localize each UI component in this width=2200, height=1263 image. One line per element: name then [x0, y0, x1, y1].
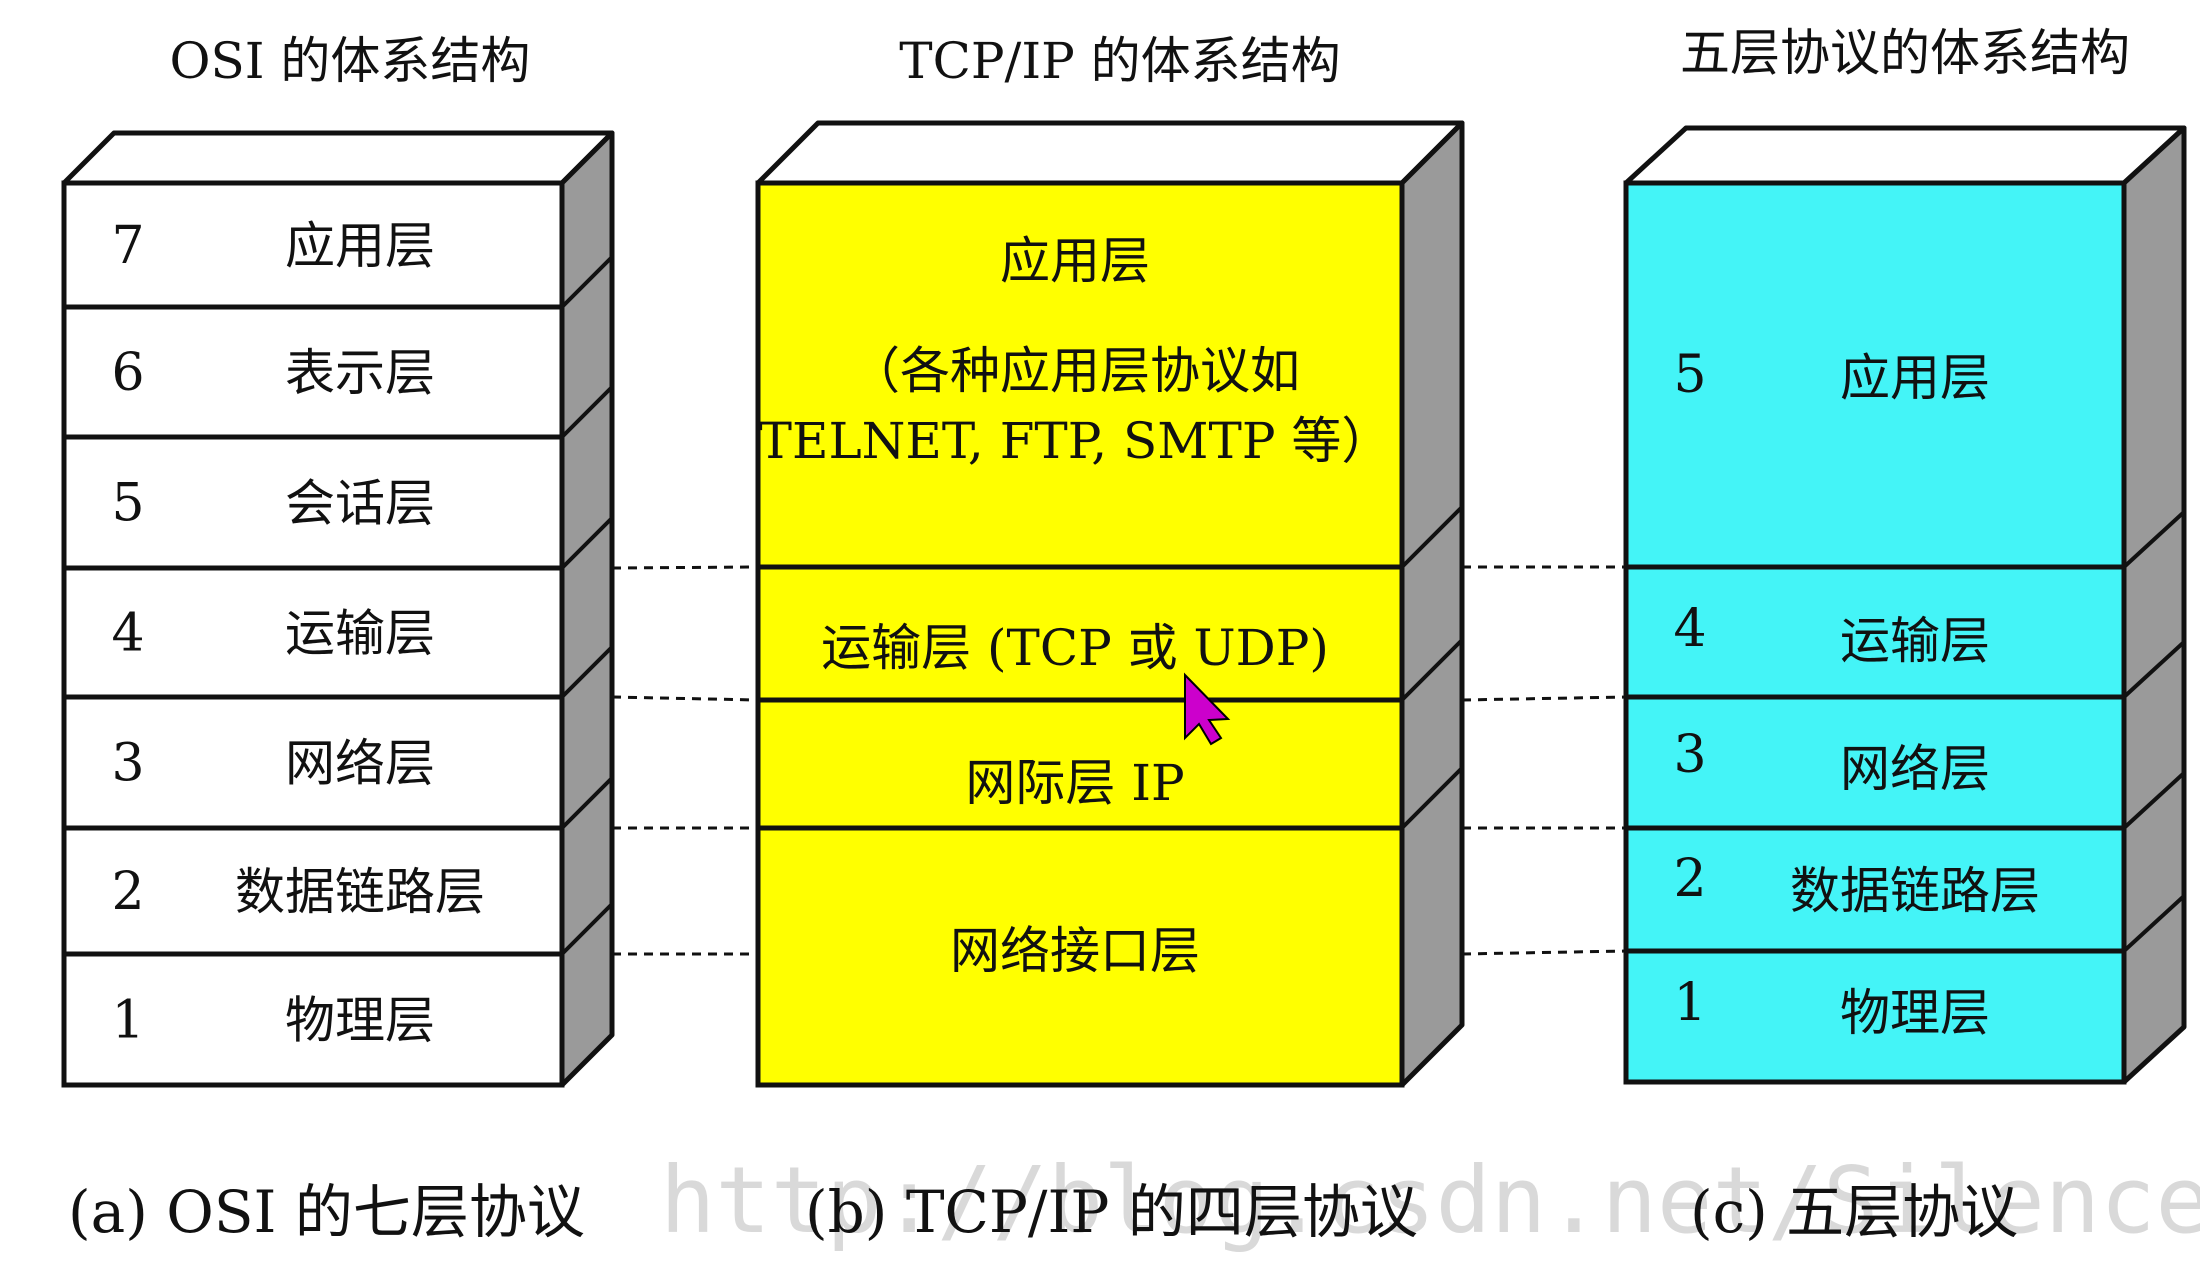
osi-layer-name: 运输层 — [285, 605, 435, 663]
osi-layer-cell — [61, 434, 565, 571]
osi-layer-cell — [61, 180, 565, 310]
tcpip-layer-text: TELNET, FTP, SMTP 等） — [759, 412, 1392, 470]
tcpip-layer-text: 运输层 (TCP 或 UDP) — [821, 619, 1329, 677]
five-layer-name: 运输层 — [1840, 612, 1990, 670]
five-layer-name: 物理层 — [1840, 984, 1990, 1042]
osi-side-divider — [560, 255, 614, 309]
osi-caption: (a) OSI 的七层协议 — [68, 1178, 585, 1246]
osi-layer-number: 2 — [111, 862, 144, 922]
osi-layer-cell — [61, 304, 565, 440]
five-layer-number: 1 — [1673, 973, 1706, 1033]
dashed-line — [1461, 695, 1627, 702]
osi-layer-cell — [61, 951, 565, 1088]
five-layer-number: 5 — [1673, 345, 1706, 405]
osi-layer-name: 数据链路层 — [235, 863, 485, 921]
five-layer-name: 应用层 — [1840, 349, 1990, 407]
osi-layer-number: 7 — [111, 216, 144, 276]
osi-layer-number: 5 — [111, 474, 144, 534]
five-layer-name: 网络层 — [1840, 740, 1990, 798]
five-side-face — [2121, 125, 2187, 1085]
dashed-line — [611, 565, 759, 570]
osi-layer-name: 会话层 — [285, 475, 435, 533]
mouse-pointer-icon — [1184, 672, 1231, 746]
osi-layer-name: 应用层 — [285, 217, 435, 275]
osi-layer-number: 3 — [111, 734, 144, 794]
tcpip-side-face — [1399, 120, 1465, 1088]
tcpip-layer-text: （各种应用层协议如 — [850, 342, 1300, 400]
osi-layer-cell — [61, 565, 565, 700]
tcpip-layer-text: 网络接口层 — [950, 922, 1200, 980]
osi-layer-number: 1 — [111, 991, 144, 1051]
five-top-face — [1623, 125, 2187, 186]
five-side-divider — [2122, 510, 2186, 569]
osi-layer-number: 4 — [111, 604, 144, 664]
five-layer-cell — [1623, 180, 2127, 570]
five-layer-number: 4 — [1673, 599, 1706, 659]
five-side-divider — [2122, 771, 2186, 830]
five-side-divider — [2122, 640, 2186, 699]
osi-stack: 7 应用层 6 表示层 5 会话层 4 运输层 3 网络层 2 数据链路层 1 物理层 — [61, 130, 615, 1088]
five-layer-cell — [1623, 825, 2127, 954]
osi-side-divider — [560, 385, 614, 439]
tcpip-caption: (b) TCP/IP 的四层协议 — [805, 1178, 1418, 1246]
five-layer-name: 数据链路层 — [1790, 862, 2040, 920]
osi-layer-name: 网络层 — [285, 735, 435, 793]
osi-side-divider — [560, 516, 614, 570]
five-side-divider — [2122, 894, 2186, 953]
osi-layer-cell — [61, 694, 565, 831]
osi-side-face — [559, 130, 615, 1088]
five-layer-number: 2 — [1673, 849, 1706, 909]
dashed-line — [1461, 949, 1627, 956]
osi-top-face — [61, 130, 615, 186]
tcpip-title: TCP/IP 的体系结构 — [899, 32, 1340, 90]
five-layer-caption: (c) 五层协议 — [1690, 1178, 2018, 1246]
tcpip-layer-cell — [755, 564, 1405, 703]
osi-side-divider — [560, 776, 614, 830]
five-layer-title: 五层协议的体系结构 — [1680, 24, 2130, 82]
osi-layer-cell — [61, 825, 565, 957]
tcpip-side-divider — [1400, 505, 1464, 569]
osi-side-divider — [560, 645, 614, 699]
tcpip-layer-text: 应用层 — [1000, 232, 1150, 290]
tcpip-top-face — [755, 120, 1465, 186]
osi-side-divider — [560, 902, 614, 956]
tcpip-layer-cell — [755, 180, 1405, 570]
tcpip-stack: 应用层 （各种应用层协议如 TELNET, FTP, SMTP 等） 运输层 (TCP… — [755, 120, 1465, 1088]
tcpip-side-divider — [1400, 766, 1464, 830]
five-layer-number: 3 — [1673, 725, 1706, 785]
five-layer-cell — [1623, 694, 2127, 831]
five-layer-cell — [1623, 948, 2127, 1085]
osi-layer-name: 物理层 — [285, 992, 435, 1050]
osi-layer-number: 6 — [111, 343, 144, 403]
tcpip-side-divider — [1400, 638, 1464, 702]
tcpip-layer-cell — [755, 825, 1405, 1088]
osi-title: OSI 的体系结构 — [170, 32, 531, 90]
osi-layer-name: 表示层 — [285, 344, 435, 402]
layer-correspondence-lines — [611, 565, 1627, 956]
dashed-line — [611, 695, 759, 702]
five-layer-stack: 5 应用层 4 运输层 3 网络层 2 数据链路层 1 物理层 — [1623, 125, 2187, 1085]
tcpip-layer-text: 网际层 IP — [965, 754, 1184, 812]
watermark-text: http://blog.csdn.net/Silence0 — [660, 1147, 2200, 1254]
